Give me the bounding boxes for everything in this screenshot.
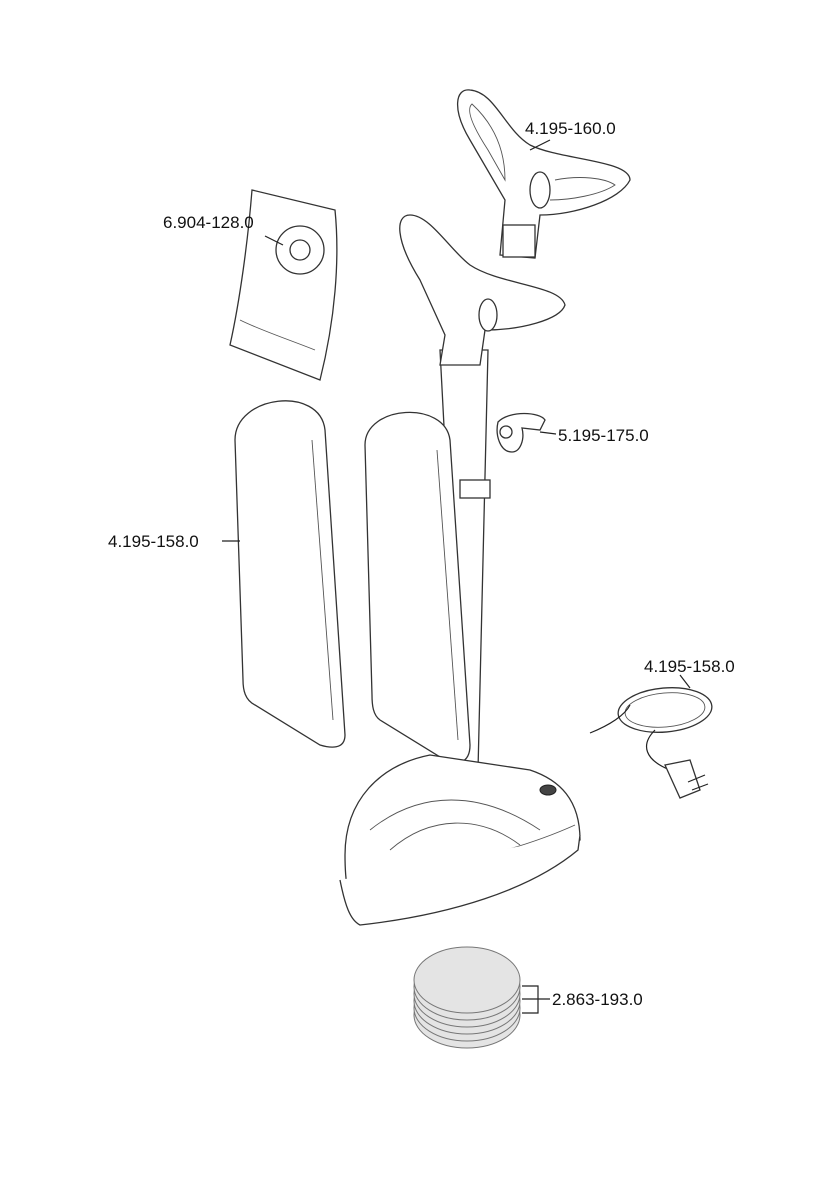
- spare-handle-part: [457, 89, 631, 259]
- dust-bag-part: [229, 189, 338, 381]
- label-clip: 5.195-175.0: [558, 426, 649, 445]
- bag-cover-part: [222, 400, 346, 748]
- label-polishing-pads: 2.863-193.0: [552, 990, 643, 1009]
- label-power-cord: 4.195-158.0: [644, 657, 735, 676]
- polishing-pads-part: [413, 946, 550, 1049]
- label-handle: 4.195-160.0: [525, 119, 616, 138]
- clip-part: [496, 412, 557, 453]
- label-dust-bag: 6.904-128.0: [163, 213, 254, 232]
- power-cord-part: [589, 674, 713, 799]
- label-bag-cover: 4.195-158.0: [108, 532, 199, 551]
- floor-polisher-body: [339, 214, 581, 926]
